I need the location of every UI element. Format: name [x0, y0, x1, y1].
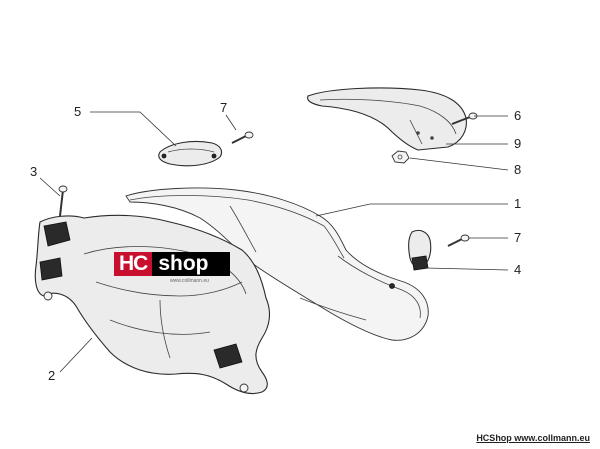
callout-9: 9	[514, 136, 521, 151]
logo-hc-text: HC	[114, 252, 153, 276]
part-9-top-cover	[307, 87, 467, 151]
part-7-screw-top	[231, 131, 254, 144]
callout-3: 3	[30, 164, 37, 179]
callout-6: 6	[514, 108, 521, 123]
callout-5: 5	[74, 104, 81, 119]
logo-shop-text: shop	[152, 252, 230, 276]
callout-4: 4	[514, 262, 521, 277]
logo-subtext: www.collmann.eu	[170, 278, 209, 284]
part-1-rear-cover	[125, 187, 429, 341]
callout-1: 1	[514, 196, 521, 211]
leader-lines	[39, 111, 509, 373]
callout-7-right: 7	[514, 230, 521, 245]
part-5-clip	[158, 140, 223, 167]
callout-8: 8	[514, 162, 521, 177]
hcshop-logo: HC shop	[114, 252, 230, 276]
part-7-screw-right	[447, 234, 470, 247]
callout-7-top: 7	[220, 100, 227, 115]
credit-text: HCShop www.collmann.eu	[476, 433, 590, 443]
part-4-clip	[408, 229, 432, 271]
part-8-nut	[391, 150, 410, 164]
part-3-screw	[58, 185, 68, 217]
callout-2: 2	[48, 368, 55, 383]
